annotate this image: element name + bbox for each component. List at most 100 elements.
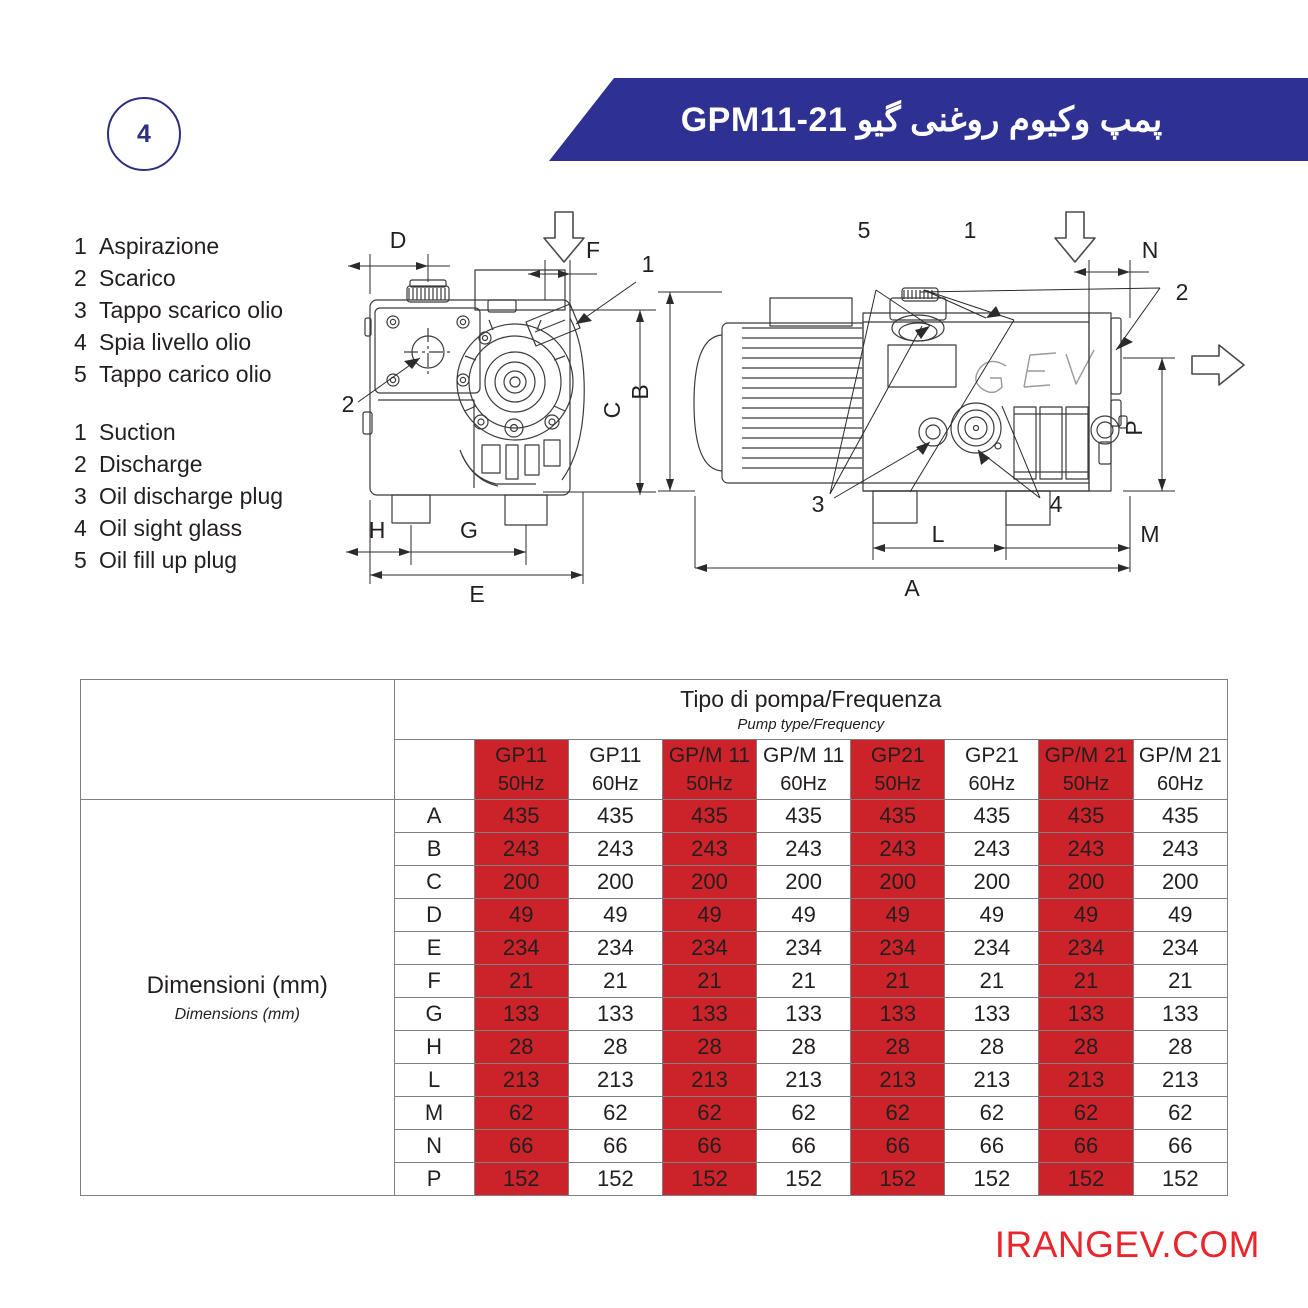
brand-text-gev xyxy=(975,349,1095,394)
table-cell: 62 xyxy=(473,1096,569,1130)
dim-label-P: P xyxy=(1121,420,1147,435)
table-cell: 152 xyxy=(1132,1162,1229,1196)
table-cell: 152 xyxy=(567,1162,663,1196)
table-cell: 213 xyxy=(567,1063,663,1097)
legend-item-label: Discharge xyxy=(99,451,203,477)
table-cell: 66 xyxy=(473,1129,569,1163)
drawings-svg: D F C H G E 1 2 B N P L M A 5 1 2 3 4 xyxy=(342,211,1245,607)
column-type: GP11 xyxy=(589,743,642,767)
table-cell: 243 xyxy=(661,832,758,866)
table-letter-header-cell xyxy=(393,739,475,800)
table-row: E 234 234 234 234 234 234 234 234 xyxy=(81,931,1229,965)
column-header-gp21-60hz: GP21 60Hz xyxy=(944,739,1040,800)
table-cell: 133 xyxy=(756,997,852,1031)
row-letter: M xyxy=(393,1096,475,1130)
table-row: H 28 28 28 28 28 28 28 28 xyxy=(81,1030,1229,1064)
table-cell: 28 xyxy=(850,1030,946,1064)
page-number-text: 4 xyxy=(137,119,151,148)
table-cell: 234 xyxy=(944,931,1040,965)
column-header-gp11-60hz: GP11 60Hz xyxy=(567,739,663,800)
dim-label-A: A xyxy=(904,575,920,601)
legend-item-number: 4 xyxy=(74,515,87,541)
table-cell: 66 xyxy=(756,1129,852,1163)
table-cell: 49 xyxy=(944,898,1040,932)
table-cell: 243 xyxy=(850,832,946,866)
page-number-badge: 4 xyxy=(107,97,181,171)
table-cell: 66 xyxy=(850,1129,946,1163)
legend-group-english: 1 Suction 2 Discharge 3 Oil discharge pl… xyxy=(74,416,374,576)
table-row: N 66 66 66 66 66 66 66 66 xyxy=(81,1129,1229,1163)
table-cell: 200 xyxy=(944,865,1040,899)
column-header-gpm11-60hz: GP/M 11 60Hz xyxy=(756,739,852,800)
table-cell: 435 xyxy=(850,799,946,833)
table-cell: 200 xyxy=(1038,865,1134,899)
table-row: P 152 152 152 152 152 152 152 152 xyxy=(81,1162,1229,1196)
row-letter: A xyxy=(393,799,475,833)
column-type: GP21 xyxy=(965,743,1019,767)
legend-item-number: 2 xyxy=(74,265,87,291)
dim-label-D: D xyxy=(390,227,407,253)
table-cell: 213 xyxy=(756,1063,852,1097)
legend: 1 Aspirazione 2 Scarico 3 Tappo scarico … xyxy=(74,230,374,602)
column-frequency: 60Hz xyxy=(591,772,639,795)
column-frequency: 50Hz xyxy=(497,772,545,795)
row-letter: F xyxy=(393,964,475,998)
table-cell: 200 xyxy=(567,865,663,899)
table-cell: 66 xyxy=(944,1129,1040,1163)
row-letter: C xyxy=(393,865,475,899)
table-cell: 234 xyxy=(473,931,569,965)
table-cell: 21 xyxy=(661,964,758,998)
table-cell: 234 xyxy=(661,931,758,965)
table-cell: 28 xyxy=(756,1030,852,1064)
table-cell: 49 xyxy=(1132,898,1229,932)
table-cell: 28 xyxy=(1038,1030,1134,1064)
table-cell: 49 xyxy=(661,898,758,932)
table-cell: 234 xyxy=(756,931,852,965)
table-cell: 435 xyxy=(473,799,569,833)
table-cell: 213 xyxy=(661,1063,758,1097)
table-cell: 152 xyxy=(850,1162,946,1196)
row-letter: L xyxy=(393,1063,475,1097)
callout-2-front: 2 xyxy=(342,391,355,417)
table-cell: 49 xyxy=(567,898,663,932)
table-corner-cell xyxy=(80,679,395,800)
legend-item-label: Aspirazione xyxy=(99,233,220,259)
table-cell: 133 xyxy=(473,997,569,1031)
table-cell: 21 xyxy=(1132,964,1229,998)
footer-brand[interactable]: IRANGEV.COM xyxy=(994,1224,1260,1265)
callout-2-side: 2 xyxy=(1176,279,1189,305)
side-view-drawing xyxy=(658,211,1245,572)
column-frequency: 50Hz xyxy=(874,772,922,795)
row-letter: B xyxy=(393,832,475,866)
column-frequency: 60Hz xyxy=(780,772,827,795)
table-cell: 66 xyxy=(1038,1129,1134,1163)
table-cell: 49 xyxy=(756,898,852,932)
table-cell: 213 xyxy=(1132,1063,1229,1097)
table-cell: 49 xyxy=(1038,898,1134,932)
legend-item: 5 Oil fill up plug xyxy=(74,544,374,576)
table-row: D 49 49 49 49 49 49 49 49 xyxy=(81,898,1229,932)
table-cell: 62 xyxy=(850,1096,946,1130)
group-header-cell: Tipo di pompa/Frequenza Pump type/Freque… xyxy=(393,679,1228,740)
right-arrow-icon xyxy=(1191,344,1245,386)
legend-item-label: Tappo carico olio xyxy=(99,361,272,387)
table-cell: 234 xyxy=(1038,931,1134,965)
callout-5-side: 5 xyxy=(858,217,871,243)
table-cell: 62 xyxy=(1132,1096,1229,1130)
row-letter: N xyxy=(393,1129,475,1163)
page-title: پمپ وکیوم روغنی گیو GPM11-21 xyxy=(680,100,1163,139)
column-type: GP/M 21 xyxy=(1044,743,1128,767)
table-cell: 21 xyxy=(473,964,569,998)
table-cell: 152 xyxy=(944,1162,1040,1196)
table-cell: 435 xyxy=(1132,799,1229,833)
table-cell: 62 xyxy=(944,1096,1040,1130)
table-cell: 213 xyxy=(944,1063,1040,1097)
table-column-header-row: GP11 50Hz GP11 60Hz GP/M 11 50Hz GP/M 11… xyxy=(81,739,1229,800)
callout-4-side: 4 xyxy=(1050,491,1063,517)
table-cell: 49 xyxy=(473,898,569,932)
dim-label-B: B xyxy=(627,384,653,399)
table-cell: 243 xyxy=(1038,832,1134,866)
row-letter: H xyxy=(393,1030,475,1064)
group-header-title-en: Pump type/Frequency xyxy=(737,715,885,733)
legend-item-label: Spia livello olio xyxy=(99,329,252,355)
